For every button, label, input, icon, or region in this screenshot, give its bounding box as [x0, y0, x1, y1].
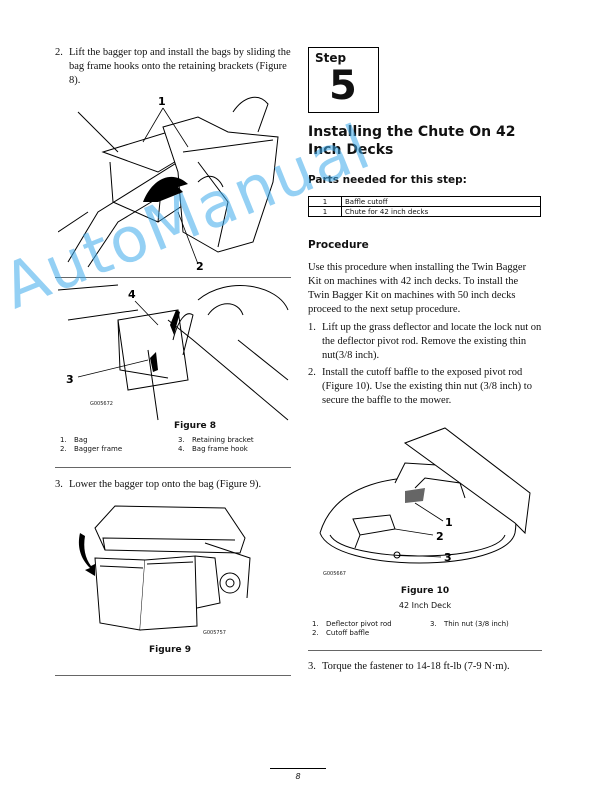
- figure-10-title: Figure 10: [400, 586, 450, 596]
- figure-9-title: Figure 9: [148, 645, 192, 655]
- section-heading: Installing the Chute On 42 Inch Decks: [308, 124, 516, 158]
- legend-num: 3.: [430, 620, 437, 628]
- legend-label: Bag: [74, 436, 88, 444]
- parts-desc: Chute for 42 inch decks: [341, 206, 541, 217]
- figure-divider: [55, 277, 291, 278]
- step-number-large: 5: [329, 63, 357, 109]
- callout-1: 1: [445, 516, 453, 529]
- callout-1: 1: [158, 95, 166, 108]
- parts-table: 1 Baffle cutoff 1 Chute for 42 inch deck…: [308, 196, 541, 217]
- legend-num: 1.: [312, 620, 319, 628]
- step-number: 2.: [55, 47, 63, 58]
- step-3-instruction: 3. Lower the bagger top onto the bag (Fi…: [55, 478, 291, 492]
- step-box: Step 5: [308, 47, 379, 113]
- callout-3: 3: [66, 373, 74, 386]
- step-number: 1.: [308, 322, 316, 333]
- parts-qty: 1: [308, 206, 342, 217]
- step-text: Lift the bagger top and install the bags…: [69, 47, 291, 86]
- parts-qty: 1: [308, 196, 342, 207]
- figure-divider: [308, 650, 542, 651]
- step-2-instruction: 2. Lift the bagger top and install the b…: [55, 46, 291, 88]
- procedure-intro: Use this procedure when installing the T…: [308, 262, 527, 315]
- callout-3: 3: [444, 551, 452, 564]
- legend-label: Bagger frame: [74, 445, 123, 453]
- procedure-heading: Procedure: [308, 239, 369, 251]
- figure-8-bottom-illustration: 4 3 G005672: [58, 280, 290, 425]
- step-text: Lift up the grass deflector and locate t…: [322, 322, 542, 361]
- figure-8-top-illustration: 1 2: [58, 92, 290, 272]
- figure-8-legend: 1. Bag 2. Bagger frame 3. Retaining brac…: [60, 436, 290, 456]
- legend-num: 1.: [60, 436, 67, 444]
- legend-num: 2.: [60, 445, 67, 453]
- legend-label: Retaining bracket: [192, 436, 254, 444]
- table-row: 1 Baffle cutoff: [308, 196, 541, 207]
- callout-4: 4: [128, 288, 136, 301]
- step-number: 3.: [308, 661, 316, 672]
- page-number: 8: [270, 768, 326, 781]
- callout-2: 2: [196, 260, 204, 272]
- step-number: 2.: [308, 367, 316, 378]
- legend-label: Deflector pivot rod: [326, 620, 392, 628]
- legend-num: 2.: [312, 629, 319, 637]
- legend-num: 4.: [178, 445, 185, 453]
- step-text: Torque the fastener to 14-18 ft-lb (7-9 …: [322, 661, 510, 672]
- figure-8-title: Figure 8: [173, 421, 217, 431]
- figure-10-subtitle: 42 Inch Deck: [398, 601, 452, 610]
- figure-code: G005672: [90, 401, 113, 407]
- figure-code: G005667: [323, 571, 346, 577]
- legend-label: Cutoff baffle: [326, 629, 370, 637]
- table-row: 1 Chute for 42 inch decks: [308, 206, 541, 217]
- legend-num: 3.: [178, 436, 185, 444]
- parts-desc: Baffle cutoff: [341, 196, 541, 207]
- procedure-step-2: 2. Install the cutoff baffle to the expo…: [308, 366, 542, 408]
- figure-9-illustration: G005757: [75, 498, 255, 640]
- figure-divider: [55, 675, 291, 676]
- procedure-step-3: 3. Torque the fastener to 14-18 ft-lb (7…: [308, 660, 542, 674]
- step-number: 3.: [55, 479, 63, 490]
- procedure-step-1: 1. Lift up the grass deflector and locat…: [308, 321, 542, 363]
- legend-label: Thin nut (3/8 inch): [444, 620, 509, 628]
- step-text: Lower the bagger top onto the bag (Figur…: [69, 479, 262, 490]
- figure-code: G005757: [203, 630, 226, 636]
- figure-divider: [55, 467, 291, 468]
- figure-10-legend: 1. Deflector pivot rod 2. Cutoff baffle …: [312, 620, 542, 640]
- callout-2: 2: [436, 530, 444, 543]
- step-label: Step: [315, 51, 347, 65]
- figure-10-illustration: 1 2 3 G005667: [315, 423, 540, 583]
- parts-heading: Parts needed for this step:: [308, 174, 467, 186]
- legend-label: Bag frame hook: [192, 445, 248, 453]
- step-text: Install the cutoff baffle to the exposed…: [322, 367, 532, 406]
